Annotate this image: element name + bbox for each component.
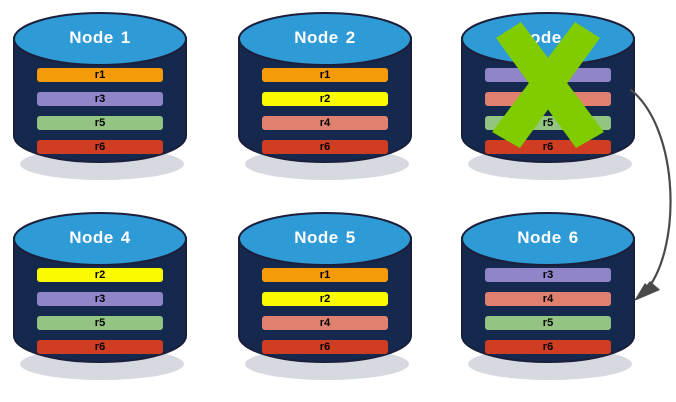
record-bar[interactable]: r6: [485, 340, 611, 354]
record-bar[interactable]: r1: [262, 68, 388, 82]
record-list: r3 r4 r5 r6: [485, 268, 611, 354]
record-bar[interactable]: r5: [485, 116, 611, 130]
record-bar[interactable]: r5: [37, 316, 163, 330]
record-bar[interactable]: r6: [262, 140, 388, 154]
record-bar[interactable]: r1: [262, 268, 388, 282]
record-bar[interactable]: r4: [485, 92, 611, 106]
record-bar[interactable]: r4: [485, 292, 611, 306]
record-bar[interactable]: r6: [37, 140, 163, 154]
record-bar[interactable]: r2: [262, 92, 388, 106]
record-list: r1 r2 r4 r6: [262, 268, 388, 354]
record-bar[interactable]: r3: [485, 268, 611, 282]
record-list: r1 r2 r4 r6: [262, 68, 388, 154]
record-bar[interactable]: r3: [485, 68, 611, 82]
record-bar[interactable]: r6: [262, 340, 388, 354]
record-bar[interactable]: r4: [262, 116, 388, 130]
record-bar[interactable]: r2: [262, 292, 388, 306]
record-bar[interactable]: r4: [262, 316, 388, 330]
record-bar[interactable]: r5: [37, 116, 163, 130]
record-list: r1 r3 r5 r6: [37, 68, 163, 154]
record-bar[interactable]: r6: [37, 340, 163, 354]
record-bar[interactable]: r1: [37, 68, 163, 82]
record-bar[interactable]: r6: [485, 140, 611, 154]
record-bar[interactable]: r3: [37, 92, 163, 106]
record-bar[interactable]: r3: [37, 292, 163, 306]
record-bar[interactable]: r5: [485, 316, 611, 330]
record-bar[interactable]: r2: [37, 268, 163, 282]
record-list: r3 r4 r5 r6: [485, 68, 611, 154]
record-list: r2 r3 r5 r6: [37, 268, 163, 354]
